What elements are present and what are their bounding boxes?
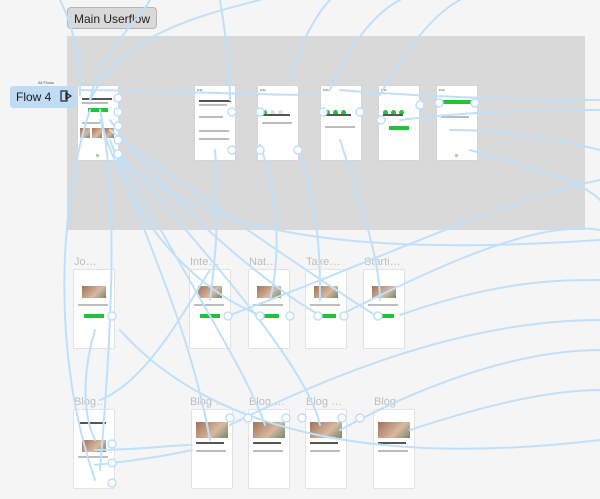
frame-text	[262, 114, 290, 116]
frame-text	[199, 104, 227, 106]
frame-text	[78, 422, 106, 424]
frame-text	[441, 116, 469, 118]
status-bar: 9:41	[260, 88, 266, 92]
frame-image	[372, 286, 396, 298]
frame-row3-2[interactable]	[192, 410, 232, 488]
status-bar: 9:41	[381, 88, 387, 92]
tab-icon	[455, 154, 458, 157]
frame-text	[199, 130, 229, 132]
stepper	[383, 102, 407, 115]
frame-image	[82, 286, 106, 298]
status-bar: 9:41	[323, 88, 329, 92]
status-bar: 9:41	[197, 88, 203, 92]
frame-text	[310, 450, 340, 452]
frame-text	[253, 450, 283, 452]
frame-button	[88, 108, 108, 112]
frame-image	[253, 422, 285, 438]
frame-image	[92, 128, 102, 138]
status-bar: 9:41	[439, 88, 445, 92]
frame-text	[196, 450, 226, 452]
frame-text	[368, 304, 398, 306]
frame-text	[378, 442, 406, 444]
tab-icon	[96, 154, 99, 157]
frame-title: Inte…	[190, 256, 220, 268]
frame-row2-5[interactable]	[364, 270, 404, 348]
frame-text	[82, 102, 108, 104]
frame-text	[383, 114, 403, 116]
frame-image	[310, 422, 342, 438]
frame-text	[325, 114, 351, 116]
frame-row2-3[interactable]	[249, 270, 289, 348]
frame-title: Blog…	[74, 396, 108, 408]
play-icon[interactable]	[60, 90, 72, 102]
frame-main-3[interactable]: 9:41	[258, 86, 298, 160]
frame-title: Taxe…	[306, 256, 341, 268]
frame-button	[316, 314, 336, 318]
frame-text	[82, 98, 112, 100]
frame-image	[257, 286, 281, 298]
frame-image	[80, 128, 90, 138]
frame-button	[441, 100, 473, 104]
frame-button	[259, 314, 279, 318]
frame-main-2[interactable]: 9:41	[195, 86, 235, 160]
frame-text	[78, 304, 108, 306]
frame-title: Jo…	[74, 256, 97, 268]
frame-button	[389, 126, 409, 130]
flow-badge[interactable]: Flow 4	[10, 86, 76, 108]
frame-text	[262, 122, 292, 124]
frame-image	[196, 422, 228, 438]
frame-text	[310, 304, 340, 306]
frame-title: Nat…	[249, 256, 278, 268]
frame-text	[253, 442, 281, 444]
frame-row3-5[interactable]	[374, 410, 414, 488]
frame-text	[378, 450, 408, 452]
flow-mini-label: All Flows	[38, 80, 55, 85]
frame-text	[199, 138, 229, 140]
frame-text	[78, 456, 108, 458]
frame-text	[194, 304, 224, 306]
frame-main-5[interactable]: 9:41	[379, 86, 419, 160]
frame-row2-2[interactable]	[190, 270, 230, 348]
flow-badge-label: Flow 4	[16, 90, 52, 104]
frame-row3-4[interactable]	[306, 410, 346, 488]
frame-main-4[interactable]: 9:41	[321, 86, 361, 160]
frame-text	[325, 126, 355, 128]
frame-text	[253, 304, 283, 306]
frame-text	[310, 442, 338, 444]
frame-title: Blog …	[306, 396, 343, 408]
frame-text	[199, 116, 223, 118]
frame-text	[82, 122, 102, 124]
frame-text	[196, 442, 224, 444]
frame-image	[104, 128, 114, 138]
frame-image	[378, 422, 410, 438]
frame-text	[199, 100, 231, 102]
frame-button	[374, 314, 394, 318]
frame-button	[84, 314, 104, 318]
section-label[interactable]: Main Userflow	[67, 7, 158, 29]
frame-title: Blog …	[190, 396, 227, 408]
